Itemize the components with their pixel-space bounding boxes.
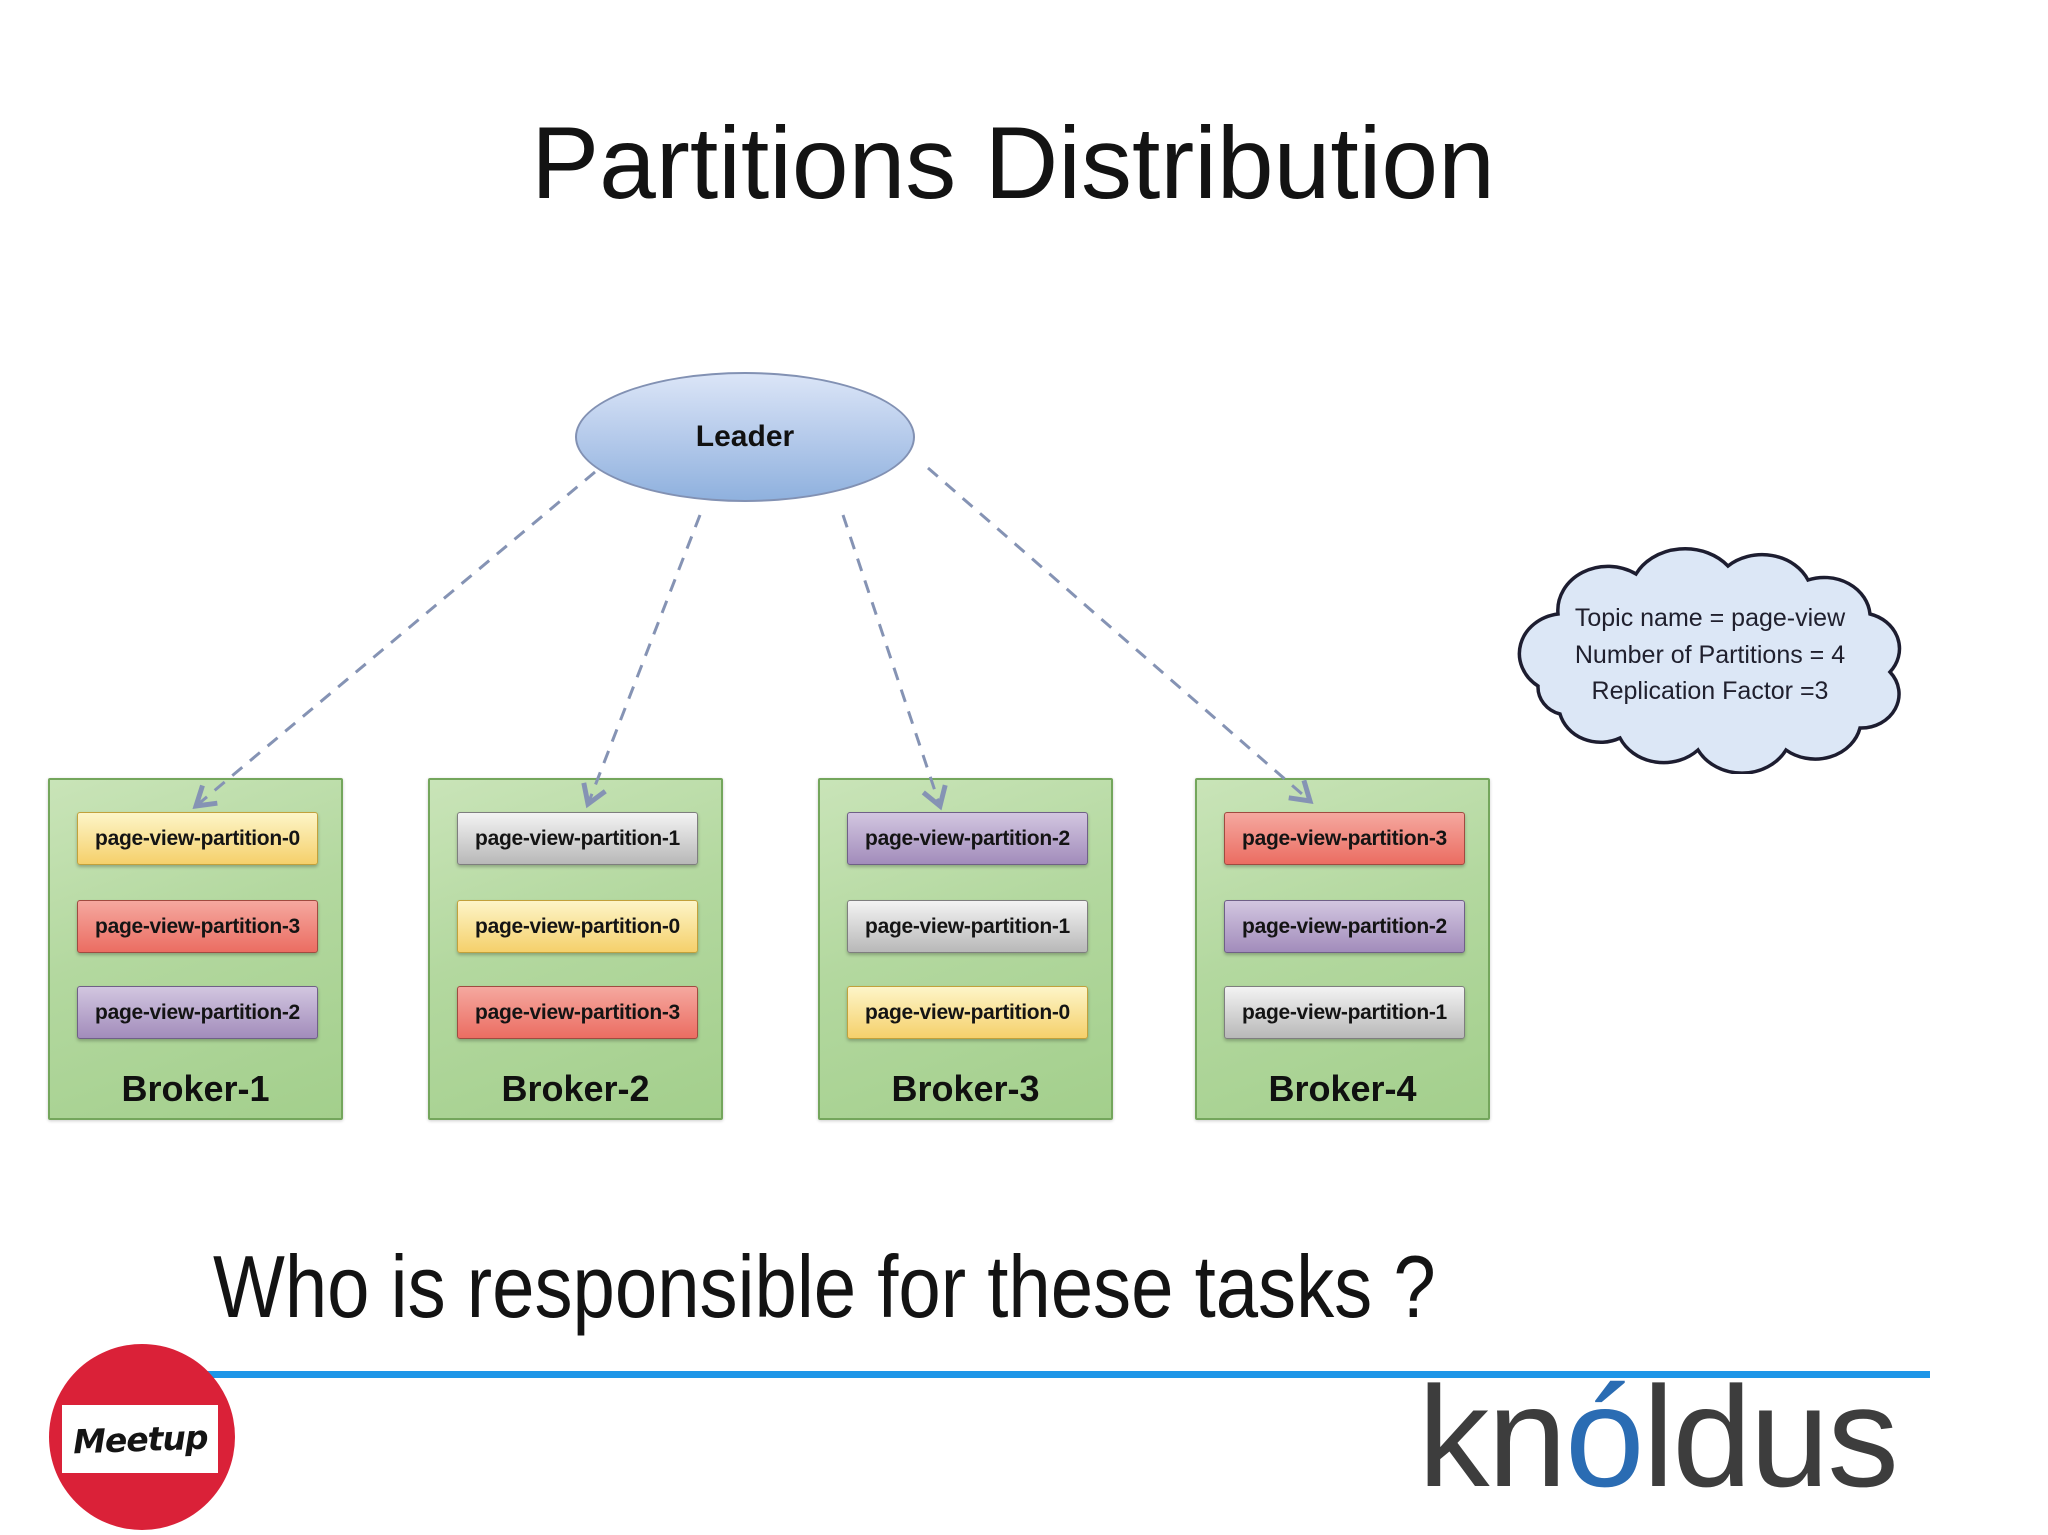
partition-chip: page-view-partition-3 [457, 986, 698, 1039]
page-title: Partitions Distribution [531, 106, 1495, 220]
leader-arrow-3 [841, 514, 948, 811]
leader-label: Leader [695, 420, 795, 453]
question-text: Who is responsible for these tasks ? [213, 1237, 1436, 1336]
broker-name: Broker-3 [891, 1068, 1040, 1109]
leader-arrow-1 [192, 470, 596, 809]
broker-4-box: page-view-partition-3 page-view-partitio… [1195, 778, 1490, 1120]
knoldus-logo-kn: kn [1418, 1358, 1567, 1517]
leader-ellipse: Leader [575, 372, 915, 502]
leader-arrow-4 [927, 466, 1314, 805]
footer-divider [205, 1371, 1930, 1378]
broker-1-box: page-view-partition-0 page-view-partitio… [48, 778, 343, 1120]
knoldus-logo-o-accent: ó [1565, 1358, 1645, 1517]
partition-chip: page-view-partition-2 [1224, 900, 1465, 953]
meetup-logo-box: Meetup [62, 1405, 218, 1473]
partition-chip: page-view-partition-1 [847, 900, 1088, 953]
cloud-line-3: Replication Factor =3 [1592, 677, 1829, 705]
partition-chip: page-view-partition-3 [77, 900, 318, 953]
partition-chip: page-view-partition-3 [1224, 812, 1465, 865]
partition-chip: page-view-partition-2 [847, 812, 1088, 865]
broker-name: Broker-2 [501, 1068, 650, 1109]
knoldus-logo: knóldus [1418, 1366, 1899, 1509]
cloud-line-2: Number of Partitions = 4 [1575, 641, 1845, 669]
partition-chip: page-view-partition-1 [457, 812, 698, 865]
cloud-line-1: Topic name = page-view [1575, 604, 1846, 632]
partition-chip: page-view-partition-2 [77, 986, 318, 1039]
partition-chip: page-view-partition-0 [847, 986, 1088, 1039]
leader-arrow-2 [581, 514, 702, 809]
broker-2-box: page-view-partition-1 page-view-partitio… [428, 778, 723, 1120]
broker-name: Broker-4 [1268, 1068, 1417, 1109]
broker-3-box: page-view-partition-2 page-view-partitio… [818, 778, 1113, 1120]
broker-name: Broker-1 [121, 1068, 270, 1109]
meetup-logo: Meetup [49, 1344, 235, 1530]
partition-chip: page-view-partition-1 [1224, 986, 1465, 1039]
cloud-shape [1517, 547, 1902, 774]
note-cloud: Topic name = page-view Number of Partiti… [1517, 547, 1902, 774]
partition-chip: page-view-partition-0 [77, 812, 318, 865]
meetup-logo-label: Meetup [72, 1417, 208, 1461]
partition-chip: page-view-partition-0 [457, 900, 698, 953]
knoldus-logo-ldus: ldus [1642, 1358, 1899, 1517]
